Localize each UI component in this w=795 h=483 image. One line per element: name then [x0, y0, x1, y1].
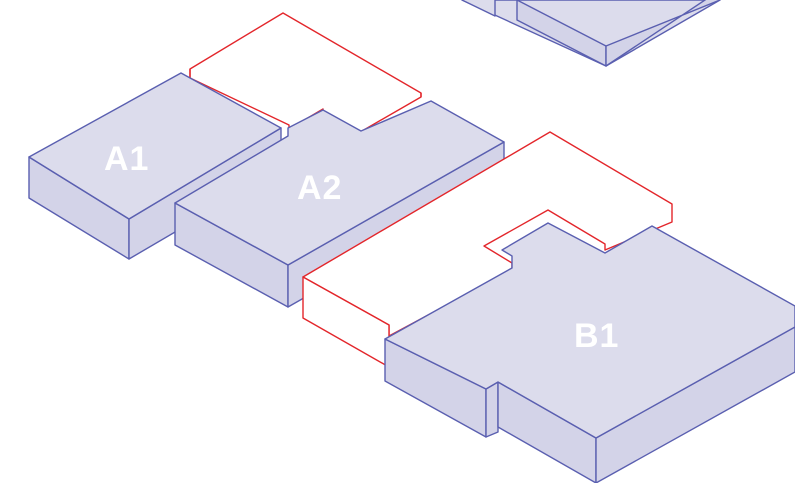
block-top-side-right: [605, 0, 721, 67]
block-top-cropped: [461, 0, 721, 67]
outline-b: [302, 131, 673, 368]
block-a1: A1: [28, 72, 282, 260]
block-b1-top: [384, 222, 795, 439]
block-a2-label: A2: [297, 169, 342, 207]
block-top-left-piece: [461, 0, 496, 17]
block-b1-label: B1: [574, 317, 619, 355]
block-a1-label: A1: [104, 140, 149, 178]
block-b1: B1: [384, 222, 795, 483]
block-b1-notch-side: [485, 381, 499, 438]
block-a1-top: [28, 72, 282, 220]
block-a2-top: [174, 100, 505, 266]
